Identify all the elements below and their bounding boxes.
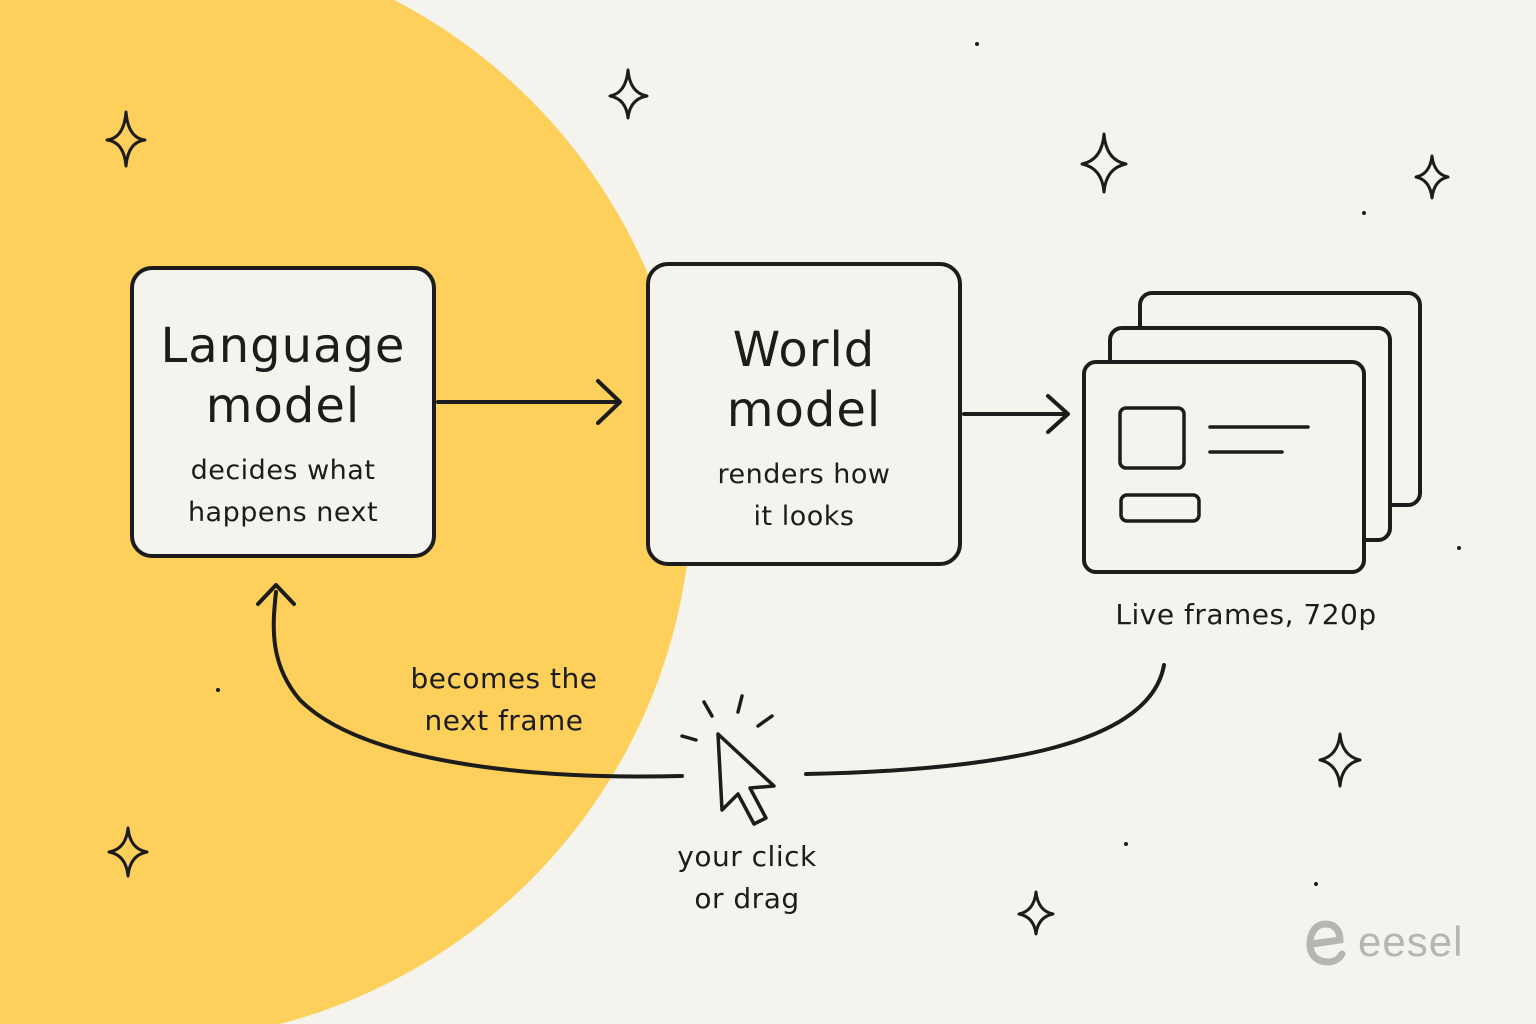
sparkle-icon [1318,732,1362,788]
sparkle-icon [1017,890,1055,936]
stacked-frames-icon [1082,291,1422,574]
frames-caption: Live frames, 720p [1115,598,1377,631]
input-label: your click or drag [677,840,817,915]
arrow-wm-to-frames [962,394,1070,434]
loop-arrow-left [256,583,684,779]
sparkle-icon [1414,154,1450,200]
world-model-subtitle: renders how it looks [717,459,891,532]
brand-logo: eesel [1304,918,1463,966]
arrow-lm-to-wm [436,379,622,425]
loop-line-right [804,663,1166,776]
sparkle-icon [107,826,149,878]
cursor-click-icon [680,694,776,826]
eesel-logo-icon [1306,920,1346,966]
language-model-title: Language model [160,318,406,434]
sparkle-icon [608,68,649,120]
dot-decorations [216,42,1461,886]
language-model-box: Language model decides what happens next [130,266,436,558]
sparkle-icon [1080,132,1128,194]
sparkle-icon [105,110,147,168]
world-model-box: World model renders how it looks [646,262,962,566]
world-model-title: World model [726,322,882,438]
loop-label: becomes the next frame [410,662,598,737]
language-model-subtitle: decides what happens next [187,455,379,528]
brand-name: eesel [1358,918,1464,965]
